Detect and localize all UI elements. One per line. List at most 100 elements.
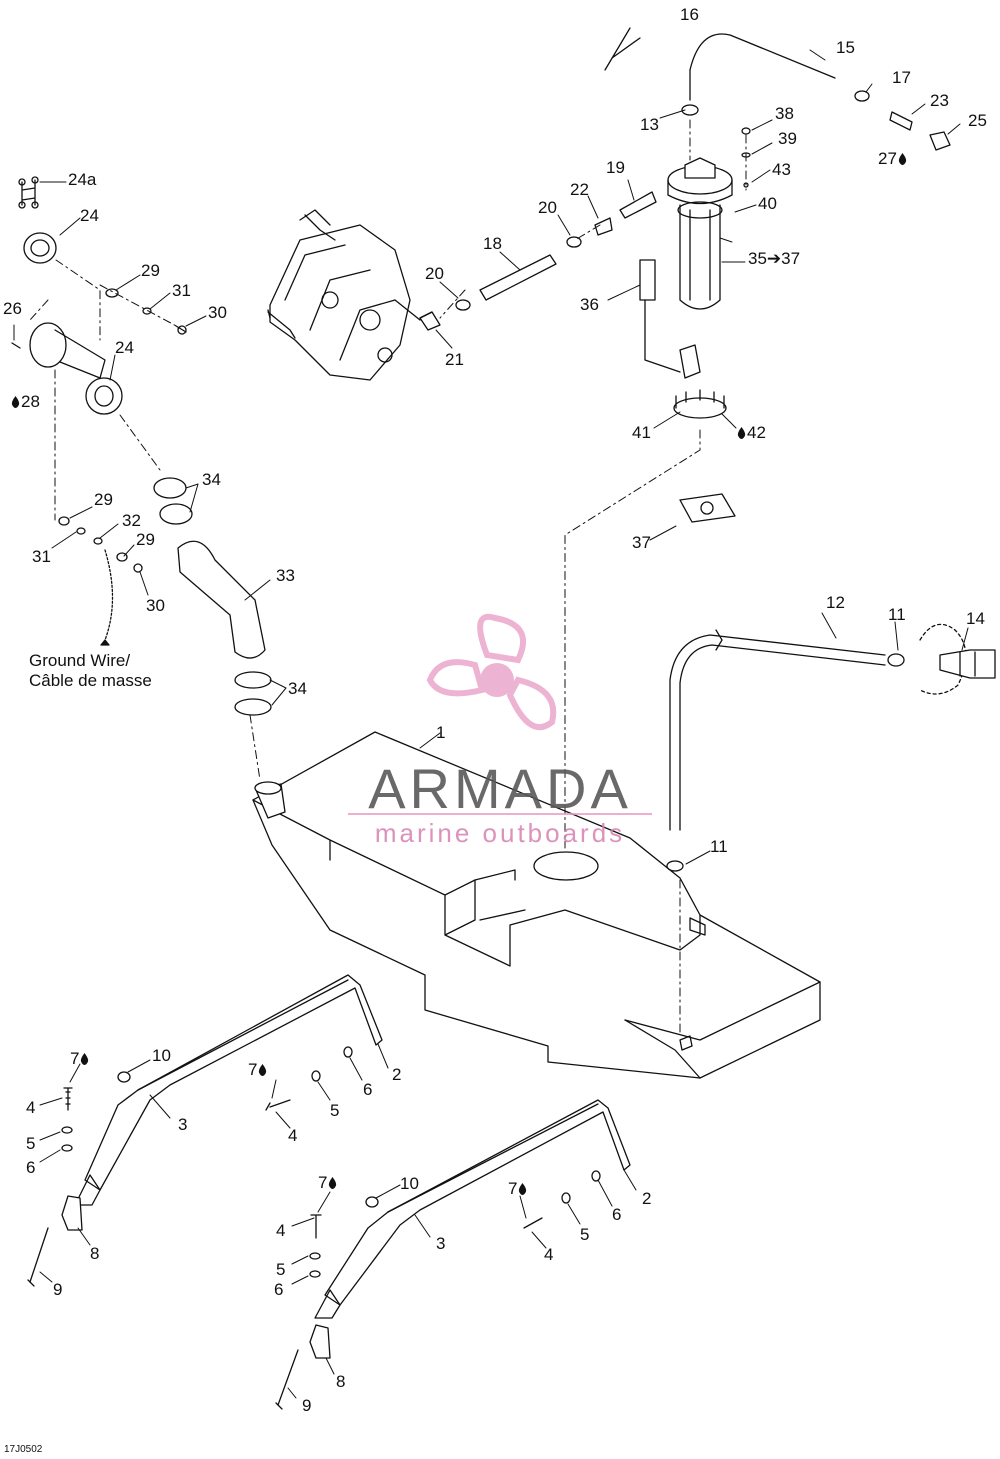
decal-37 bbox=[679, 493, 736, 523]
callout-24: 24 bbox=[80, 206, 99, 225]
connector-22 bbox=[594, 217, 613, 236]
callout-39: 39 bbox=[778, 129, 797, 148]
callout-9: 9 bbox=[302, 1396, 312, 1415]
callout-38: 38 bbox=[775, 104, 794, 123]
filler-hose bbox=[153, 477, 272, 716]
clamp-13 bbox=[681, 104, 699, 116]
callout-41: 41 bbox=[632, 423, 651, 442]
callout-25: 25 bbox=[968, 111, 987, 130]
filler-neck bbox=[11, 176, 123, 415]
callout-36: 36 bbox=[580, 295, 599, 314]
vent-hose bbox=[604, 27, 836, 101]
callout-4: 4 bbox=[26, 1098, 36, 1117]
callout-10: 10 bbox=[152, 1046, 171, 1065]
callout-7: 7 bbox=[318, 1174, 338, 1191]
ground-hardware bbox=[58, 288, 187, 573]
ground-wire-line bbox=[104, 549, 114, 641]
callout-29: 29 bbox=[141, 261, 160, 280]
callout-26: 26 bbox=[3, 299, 22, 318]
callout-34: 34 bbox=[202, 470, 221, 489]
sealant-drop-icon bbox=[80, 1053, 89, 1065]
callout-7: 7 bbox=[70, 1050, 90, 1067]
callout-40: 40 bbox=[758, 194, 777, 213]
callout-3: 3 bbox=[178, 1115, 188, 1134]
callout-7-number: 7 bbox=[318, 1173, 328, 1192]
sealant-drop-icon bbox=[518, 1183, 527, 1195]
watermark-tagline: marine outboards bbox=[374, 818, 626, 848]
callout-8: 8 bbox=[90, 1244, 100, 1263]
callout-9: 9 bbox=[53, 1280, 63, 1299]
screw-38 bbox=[741, 127, 751, 135]
nut-25 bbox=[929, 131, 951, 151]
callout-7-number: 7 bbox=[70, 1049, 80, 1068]
fitting-21 bbox=[419, 311, 441, 331]
sealant-drop-icon bbox=[258, 1064, 267, 1076]
callout-7: 7 bbox=[248, 1061, 268, 1078]
fuel-pump-module bbox=[639, 157, 733, 419]
callout-43: 43 bbox=[772, 160, 791, 179]
sealant-drop-icon bbox=[737, 427, 746, 439]
callout-7-number: 7 bbox=[248, 1060, 258, 1079]
callout-28: 28 bbox=[10, 393, 40, 410]
callout-20: 20 bbox=[425, 264, 444, 283]
callout-14: 14 bbox=[966, 609, 985, 628]
callout-5: 5 bbox=[26, 1134, 36, 1153]
callout-23: 23 bbox=[930, 91, 949, 110]
connector-19 bbox=[619, 191, 657, 219]
ground-wire-line2: Câble de masse bbox=[29, 671, 152, 690]
callout-27: 27 bbox=[878, 150, 908, 167]
callout-2: 2 bbox=[392, 1065, 402, 1084]
callout-4: 4 bbox=[544, 1245, 554, 1264]
callout-5: 5 bbox=[580, 1225, 590, 1244]
sealant-drop-icon bbox=[898, 153, 907, 165]
callout-7-number: 7 bbox=[508, 1179, 518, 1198]
callout-37: 37 bbox=[632, 533, 651, 552]
callout-33: 33 bbox=[276, 566, 295, 585]
ground-wire-label: Ground Wire/ Câble de masse bbox=[29, 651, 152, 691]
callout-13: 13 bbox=[640, 115, 659, 134]
callout-8: 8 bbox=[336, 1372, 346, 1391]
tank-strap-right bbox=[314, 1099, 631, 1319]
callout-29: 29 bbox=[94, 490, 113, 509]
sealant-drop-icon bbox=[328, 1177, 337, 1189]
callout-11: 11 bbox=[888, 605, 906, 624]
callout-17: 17 bbox=[892, 68, 911, 87]
callout-6: 6 bbox=[363, 1080, 373, 1099]
callout-11: 11 bbox=[710, 837, 728, 856]
fitting-23 bbox=[889, 111, 913, 131]
callout-18: 18 bbox=[483, 234, 502, 253]
vent-line-12 bbox=[666, 623, 996, 872]
callout-5: 5 bbox=[276, 1260, 286, 1279]
clamp-20a bbox=[566, 236, 582, 248]
figure-code: 17J0502 bbox=[4, 1444, 43, 1455]
engine-assembly bbox=[267, 209, 421, 381]
sealant-drop-icon bbox=[11, 396, 20, 408]
callout-6: 6 bbox=[274, 1280, 284, 1299]
callout-12: 12 bbox=[826, 593, 845, 612]
fuel-hose-18 bbox=[479, 254, 557, 301]
callout-20: 20 bbox=[538, 198, 557, 217]
callout-16: 16 bbox=[680, 5, 699, 24]
watermark-logo bbox=[426, 613, 557, 730]
callout-27-number: 27 bbox=[878, 149, 897, 168]
callout-34: 34 bbox=[288, 679, 307, 698]
callout-5: 5 bbox=[330, 1101, 340, 1120]
callout-21: 21 bbox=[445, 350, 464, 369]
callout-15: 15 bbox=[836, 38, 855, 57]
callout-19: 19 bbox=[606, 158, 625, 177]
callout-3: 3 bbox=[436, 1234, 446, 1253]
callout-24: 24 bbox=[115, 338, 134, 357]
callout-24a: 24a bbox=[68, 170, 97, 189]
strap-hardware bbox=[27, 1046, 601, 1410]
clamp-20b bbox=[455, 299, 471, 311]
callout-6: 6 bbox=[612, 1205, 622, 1224]
callout-29: 29 bbox=[136, 530, 155, 549]
callout-2: 2 bbox=[642, 1189, 652, 1208]
fuel-tank bbox=[252, 731, 821, 1079]
callout-7: 7 bbox=[508, 1180, 528, 1197]
callout-30: 30 bbox=[146, 596, 165, 615]
callout-31: 31 bbox=[32, 547, 51, 566]
watermark-brand: ARMADA bbox=[368, 757, 632, 820]
